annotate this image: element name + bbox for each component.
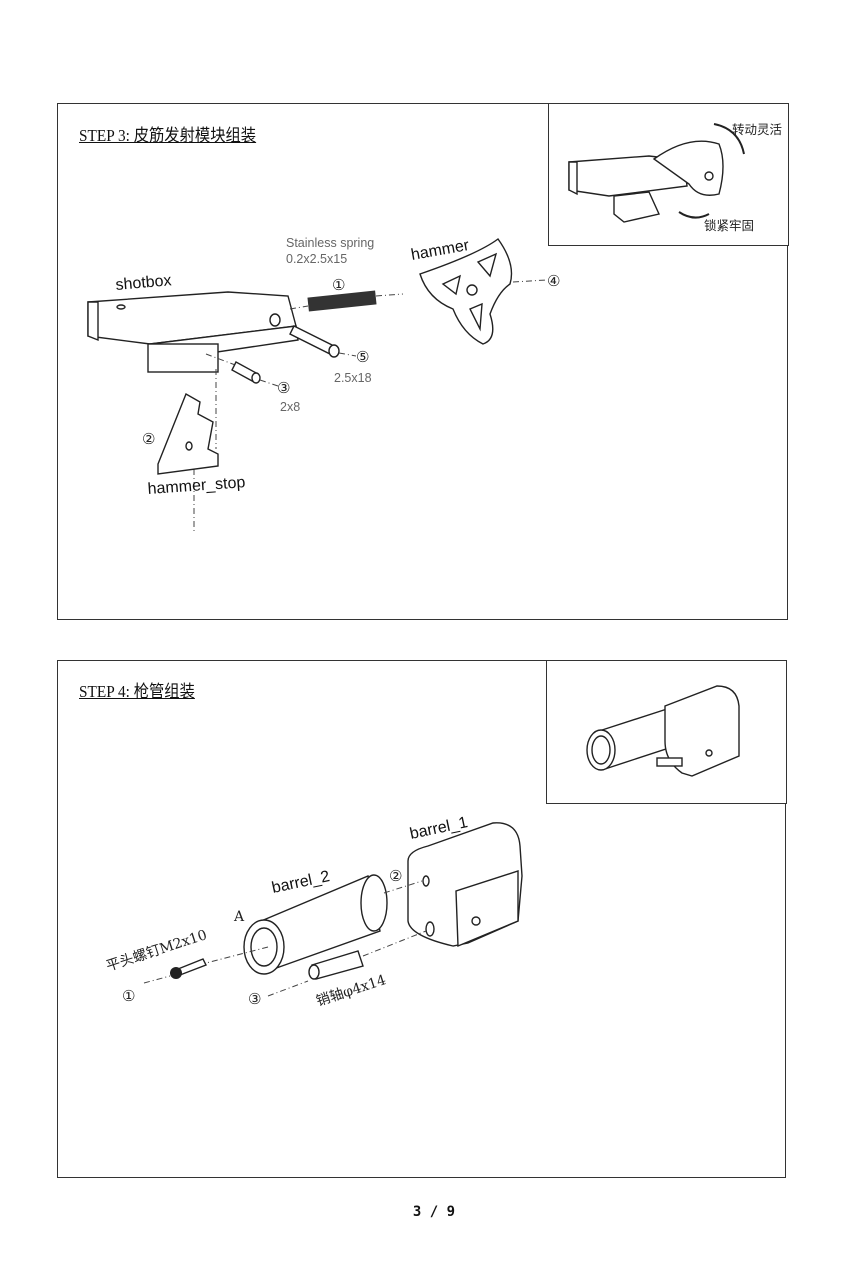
pin-part: [311, 950, 364, 980]
screw-part: [170, 967, 182, 979]
shotbox-label: shotbox: [115, 272, 172, 294]
barrel-1-part: [407, 822, 523, 948]
hammer-stop-part: [157, 392, 219, 475]
step4-diagram: barrel_2 A barrel_1 ② ① 平头螺钉M2x10 ③ 销轴φ4…: [104, 814, 523, 1010]
spring-name: Stainless spring: [286, 236, 374, 250]
spring-size: 0.2x2.5x15: [286, 252, 347, 266]
shotbox-part: [87, 291, 299, 373]
step4-inset: [546, 659, 787, 804]
inset-rotate-note: 转动灵活: [732, 122, 782, 137]
barrel-2-part: [243, 874, 388, 975]
pin3-size: 2x8: [280, 400, 300, 414]
callout-3: ③: [277, 379, 290, 397]
callout-4: ④: [547, 272, 560, 290]
pin-label: 销轴φ4x14: [314, 972, 388, 1010]
callout-1: ①: [332, 276, 345, 294]
step3-panel: STEP 3: 皮筋发射模块组装 shotbox ⑤ 2.5x18 ① Stai…: [57, 102, 789, 620]
step3-title: STEP 3: 皮筋发射模块组装: [79, 126, 257, 145]
pin5-size: 2.5x18: [334, 371, 372, 385]
hammer-part: [419, 238, 513, 345]
callout-2: ②: [389, 867, 402, 885]
step3-inset-diagram: 转动灵活 锁紧牢固: [568, 122, 782, 233]
end-a-label: A: [233, 909, 245, 925]
callout-1: ①: [122, 987, 135, 1005]
step4-panel: STEP 4: 枪管组装 barrel_2 A barrel_1 ② ① 平头螺…: [57, 659, 787, 1178]
barrel-2-label: barrel_2: [270, 868, 331, 897]
spring-part: [307, 290, 377, 312]
page-number: 3 / 9: [412, 1204, 456, 1220]
callout-5: ⑤: [356, 348, 369, 366]
pin-5-part: [289, 325, 357, 358]
step3-inset: 转动灵活 锁紧牢固: [548, 102, 789, 246]
step4-inset-diagram: [586, 684, 740, 777]
step3-diagram: shotbox ⑤ 2.5x18 ① Stainless spring 0.2x…: [87, 236, 560, 534]
hammer-stop-label: hammer_stop: [147, 474, 246, 498]
callout-3: ③: [248, 990, 261, 1008]
callout-2: ②: [142, 430, 155, 448]
inset-lock-note: 锁紧牢固: [704, 218, 754, 233]
step4-title: STEP 4: 枪管组装: [79, 682, 195, 701]
